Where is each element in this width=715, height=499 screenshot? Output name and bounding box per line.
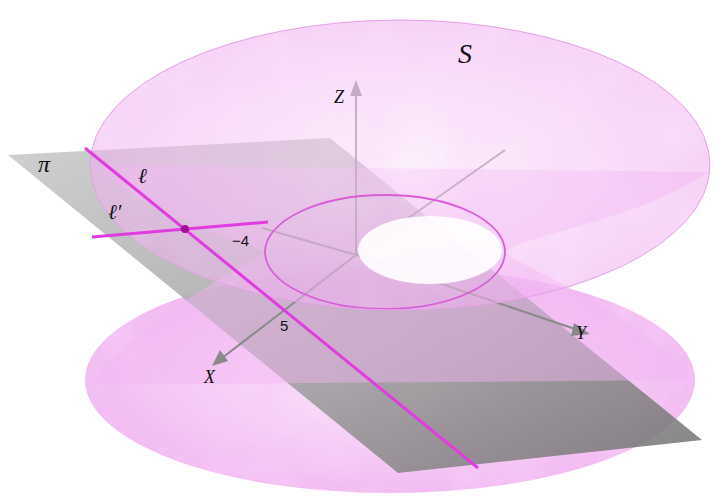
axis-tick: −4 [232, 233, 249, 248]
axis-name: Z [334, 88, 344, 106]
axis-name: X [204, 368, 215, 386]
line-name: ℓ [138, 166, 147, 187]
throat-hole [358, 216, 502, 284]
upper-edge [90, 20, 710, 310]
upper-rim [90, 20, 710, 310]
surface-name: S [458, 40, 472, 68]
line-name: ℓ′ [108, 202, 121, 223]
line-l [85, 148, 478, 468]
plane-name: π [38, 152, 50, 176]
throat-circle [265, 195, 505, 309]
axis-name: Y [576, 324, 586, 342]
intersection-point [181, 225, 189, 233]
axis-tick: 5 [280, 318, 288, 333]
